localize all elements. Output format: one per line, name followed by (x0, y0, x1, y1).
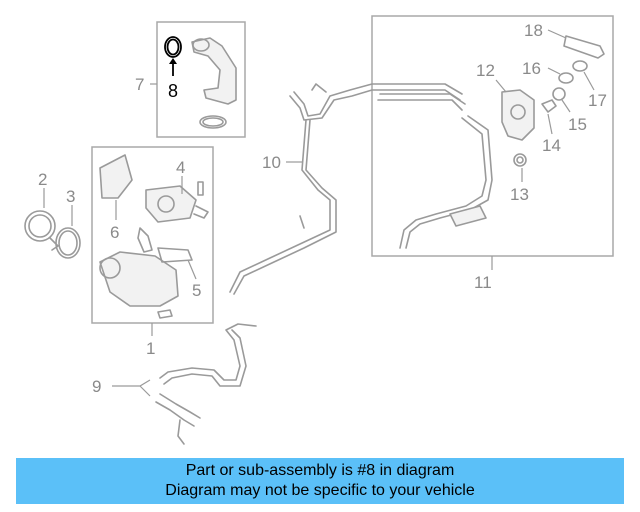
callout-5: 5 (192, 281, 201, 300)
assembly-box-11 (371, 15, 614, 257)
part-16-o-ring (558, 72, 574, 84)
leader-17 (583, 71, 595, 91)
leader-9 (112, 379, 151, 397)
part-7-gasket (199, 115, 227, 129)
callout-15: 15 (568, 115, 587, 134)
part-7-outlet-pipe (191, 37, 237, 105)
part-15-seal (552, 87, 566, 101)
callout-14: 14 (542, 136, 561, 155)
leader-16 (547, 67, 561, 75)
callout-11: 11 (474, 273, 492, 292)
callout-12: 12 (476, 61, 495, 80)
part-5-gasket (157, 247, 193, 263)
leader-12 (495, 79, 507, 93)
callout-1: 1 (146, 339, 155, 358)
part-10-coolant-pipe (229, 83, 463, 295)
part-14-bolt (541, 99, 557, 113)
callout-10: 10 (262, 153, 281, 172)
callout-9: 9 (92, 377, 101, 396)
callout-4: 4 (176, 158, 185, 177)
callout-17: 17 (588, 91, 607, 110)
part-3-o-ring (55, 227, 81, 259)
callout-16: 16 (522, 59, 541, 78)
callout-6: 6 (110, 223, 119, 242)
callout-2: 2 (38, 170, 47, 189)
caption-line-2: Diagram may not be specific to your vehi… (165, 482, 475, 499)
assembly-box-7 (156, 21, 246, 138)
part-housing-main (99, 227, 179, 307)
part-9-hose (155, 323, 257, 445)
bolt (157, 309, 173, 319)
callout-3: 3 (66, 187, 75, 206)
part-4-thermostat-housing (145, 181, 209, 223)
callout-13: 13 (510, 185, 529, 204)
part-13-fitting (513, 153, 527, 167)
caption-banner: Part or sub-assembly is #8 in diagram Di… (16, 458, 624, 504)
part-2-clamp (24, 210, 59, 251)
part-11-pipe-assembly (377, 93, 493, 249)
caption-line-1: Part or sub-assembly is #8 in diagram (185, 462, 455, 479)
leader-15 (561, 99, 571, 113)
leader-5 (187, 259, 197, 280)
part-6-bracket (99, 154, 133, 199)
leader-18 (547, 29, 567, 39)
part-18-hose (563, 35, 605, 59)
part-17-o-ring (572, 60, 588, 72)
callout-8: 8 (168, 81, 178, 101)
part-8-o-ring (164, 36, 182, 76)
part-12-valve (501, 89, 535, 141)
leader-14 (547, 113, 553, 135)
callout-18: 18 (524, 21, 543, 40)
callout-7: 7 (135, 75, 144, 94)
